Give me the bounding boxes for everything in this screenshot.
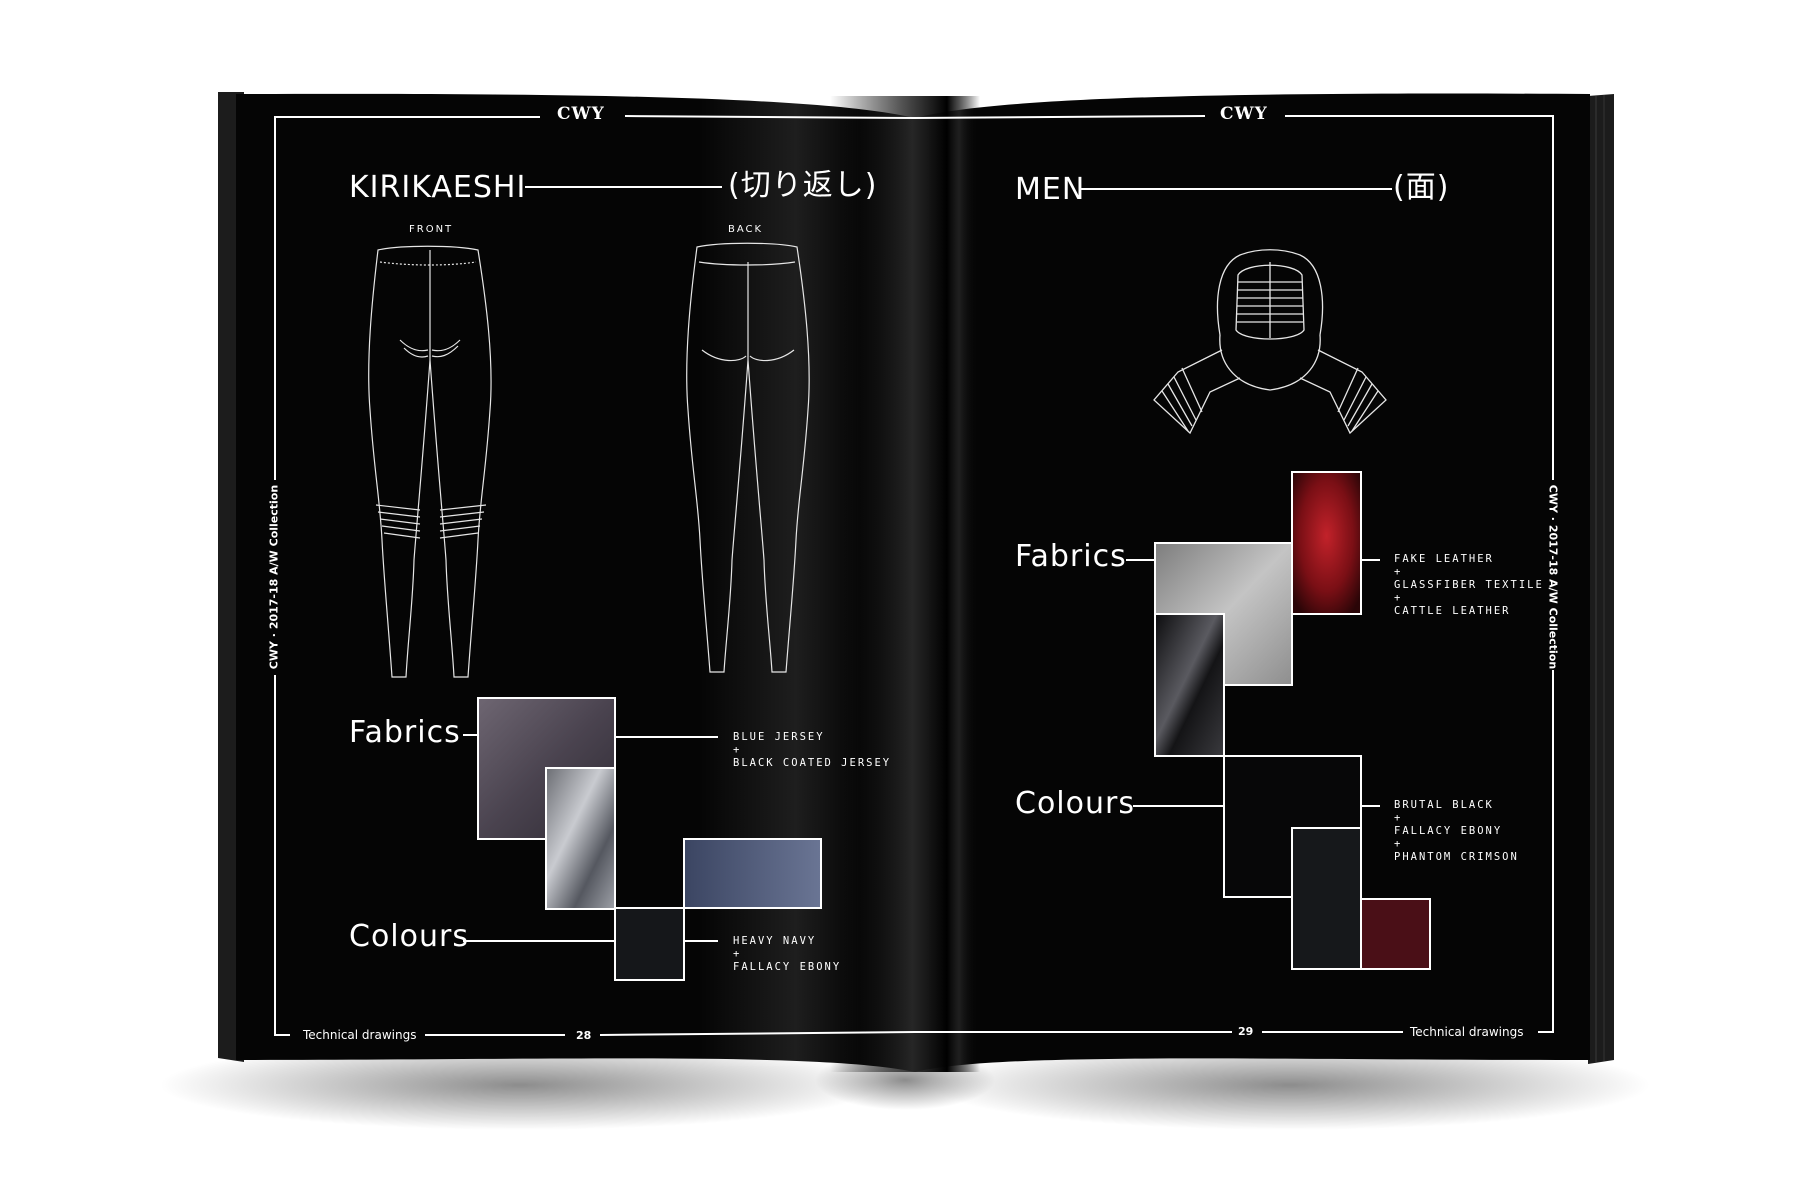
fabric-item: GLASSFIBER TEXTILE: [1394, 579, 1544, 591]
fabric-swatch-cattle-leather: [1154, 613, 1225, 757]
front-label: FRONT: [409, 224, 454, 235]
left-colours-list: HEAVY NAVY + FALLACY EBONY: [733, 935, 841, 974]
fabric-item: BLACK COATED JERSEY: [733, 757, 892, 769]
page-gloss: [700, 96, 860, 1066]
right-swatches: [1154, 471, 1431, 970]
right-page-number: 29: [1238, 1025, 1254, 1038]
colour-plus: +: [1394, 838, 1403, 850]
fabric-item: FAKE LEATHER: [1394, 553, 1494, 565]
right-colours-list: BRUTAL BLACK + FALLACY EBONY + PHANTOM C…: [1394, 799, 1519, 864]
men-helmet-drawing: [1153, 249, 1387, 435]
left-side-text: CWY · 2017-18 A/W Collection: [267, 484, 281, 670]
right-fabrics-list: FAKE LEATHER + GLASSFIBER TEXTILE + CATT…: [1394, 553, 1544, 618]
right-footer-label: Technical drawings: [1410, 1025, 1524, 1039]
left-page-title: KIRIKAESHI: [349, 170, 527, 205]
colour-swatch-heavy-navy: [683, 838, 822, 909]
fabric-item: CATTLE LEATHER: [1394, 605, 1511, 617]
colour-item: FALLACY EBONY: [733, 961, 842, 973]
right-leader-lines: [1126, 559, 1380, 807]
right-page-title-jp: (面): [1393, 170, 1450, 205]
colour-item: BRUTAL BLACK: [1394, 799, 1494, 811]
left-page-title-jp: (切り返し): [728, 168, 878, 203]
leggings-front-drawing: [368, 245, 492, 678]
fabric-swatch-glassfiber: [1291, 471, 1362, 615]
right-shadow: [930, 1040, 1650, 1130]
colour-item: FALLACY EBONY: [1394, 825, 1503, 837]
right-logo: CWY: [1220, 104, 1268, 124]
left-fabrics-heading: Fabrics: [349, 715, 461, 750]
left-frame: [274, 115, 916, 1036]
colour-plus: +: [1394, 812, 1403, 824]
right-page-title: MEN: [1015, 172, 1086, 207]
right-frame: [914, 115, 1554, 1033]
right-fabrics-heading: Fabrics: [1015, 539, 1127, 574]
fabric-plus: +: [1394, 566, 1403, 578]
fabric-plus: +: [1394, 592, 1403, 604]
colour-plus: +: [733, 948, 742, 960]
left-page-number: 28: [576, 1029, 592, 1042]
left-colours-heading: Colours: [349, 919, 469, 954]
left-logo: CWY: [557, 104, 605, 124]
fabric-plus: +: [733, 744, 742, 756]
back-label: BACK: [728, 224, 764, 235]
colour-swatch-fallacy-ebony-right: [1291, 827, 1362, 970]
colour-swatch-phantom-crimson: [1360, 898, 1431, 970]
fabric-item: BLUE JERSEY: [733, 731, 825, 743]
left-swatches: [477, 697, 822, 981]
right-side-text: CWY · 2017-18 A/W Collection: [1546, 484, 1560, 670]
left-leader-lines: [463, 734, 718, 942]
left-footer-label: Technical drawings: [303, 1028, 417, 1042]
left-fabrics-list: BLUE JERSEY + BLACK COATED JERSEY: [733, 731, 891, 770]
fabric-swatch-coated-jersey: [545, 767, 616, 910]
colour-item: PHANTOM CRIMSON: [1394, 851, 1519, 863]
colour-swatch-fallacy-ebony: [614, 907, 685, 981]
colour-item: HEAVY NAVY: [733, 935, 817, 947]
right-colours-heading: Colours: [1015, 786, 1135, 821]
leggings-back-drawing: [686, 242, 810, 673]
right-page-edges: [1588, 94, 1614, 1064]
